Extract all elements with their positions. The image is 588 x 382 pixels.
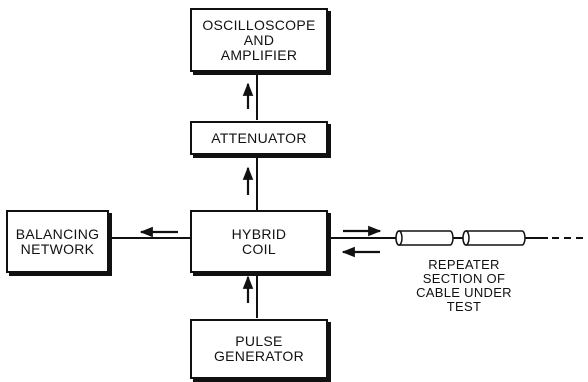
oscilloscope-label-line3: AMPLIFIER <box>220 46 298 63</box>
attenuator-label: ATTENUATOR <box>211 129 307 146</box>
pulse-generator-label-line1: PULSE <box>235 333 283 349</box>
cable-caption-line3: CABLE UNDER <box>416 285 512 300</box>
oscilloscope-label-line2: AND <box>243 31 275 48</box>
cable-caption-line1: REPEATER <box>428 257 500 272</box>
pulse-generator-block: PULSE GENERATOR <box>190 319 328 379</box>
pulse-generator-label-line2: GENERATOR <box>213 348 305 364</box>
balancing-network-label-line2: NETWORK <box>20 240 95 257</box>
cable-section-icon <box>395 230 526 246</box>
oscilloscope-amplifier-block: OSCILLOSCOPE AND AMPLIFIER <box>190 8 328 72</box>
cable-caption-line2: SECTION OF <box>422 271 506 286</box>
hybrid-coil-label-line1: HYBRID <box>231 225 287 242</box>
balancing-network-label-line1: BALANCING <box>15 225 100 242</box>
cable-caption-line4: TEST <box>446 299 482 314</box>
hybrid-coil-label-line2: COIL <box>242 240 276 257</box>
hybrid-coil-block: HYBRID COIL <box>190 210 328 273</box>
attenuator-block: ATTENUATOR <box>190 121 328 155</box>
cable-caption: REPEATER SECTION OF CABLE UNDER TEST <box>398 258 530 314</box>
balancing-network-block: BALANCING NETWORK <box>6 210 109 273</box>
oscilloscope-label-line1: OSCILLOSCOPE <box>202 16 316 33</box>
